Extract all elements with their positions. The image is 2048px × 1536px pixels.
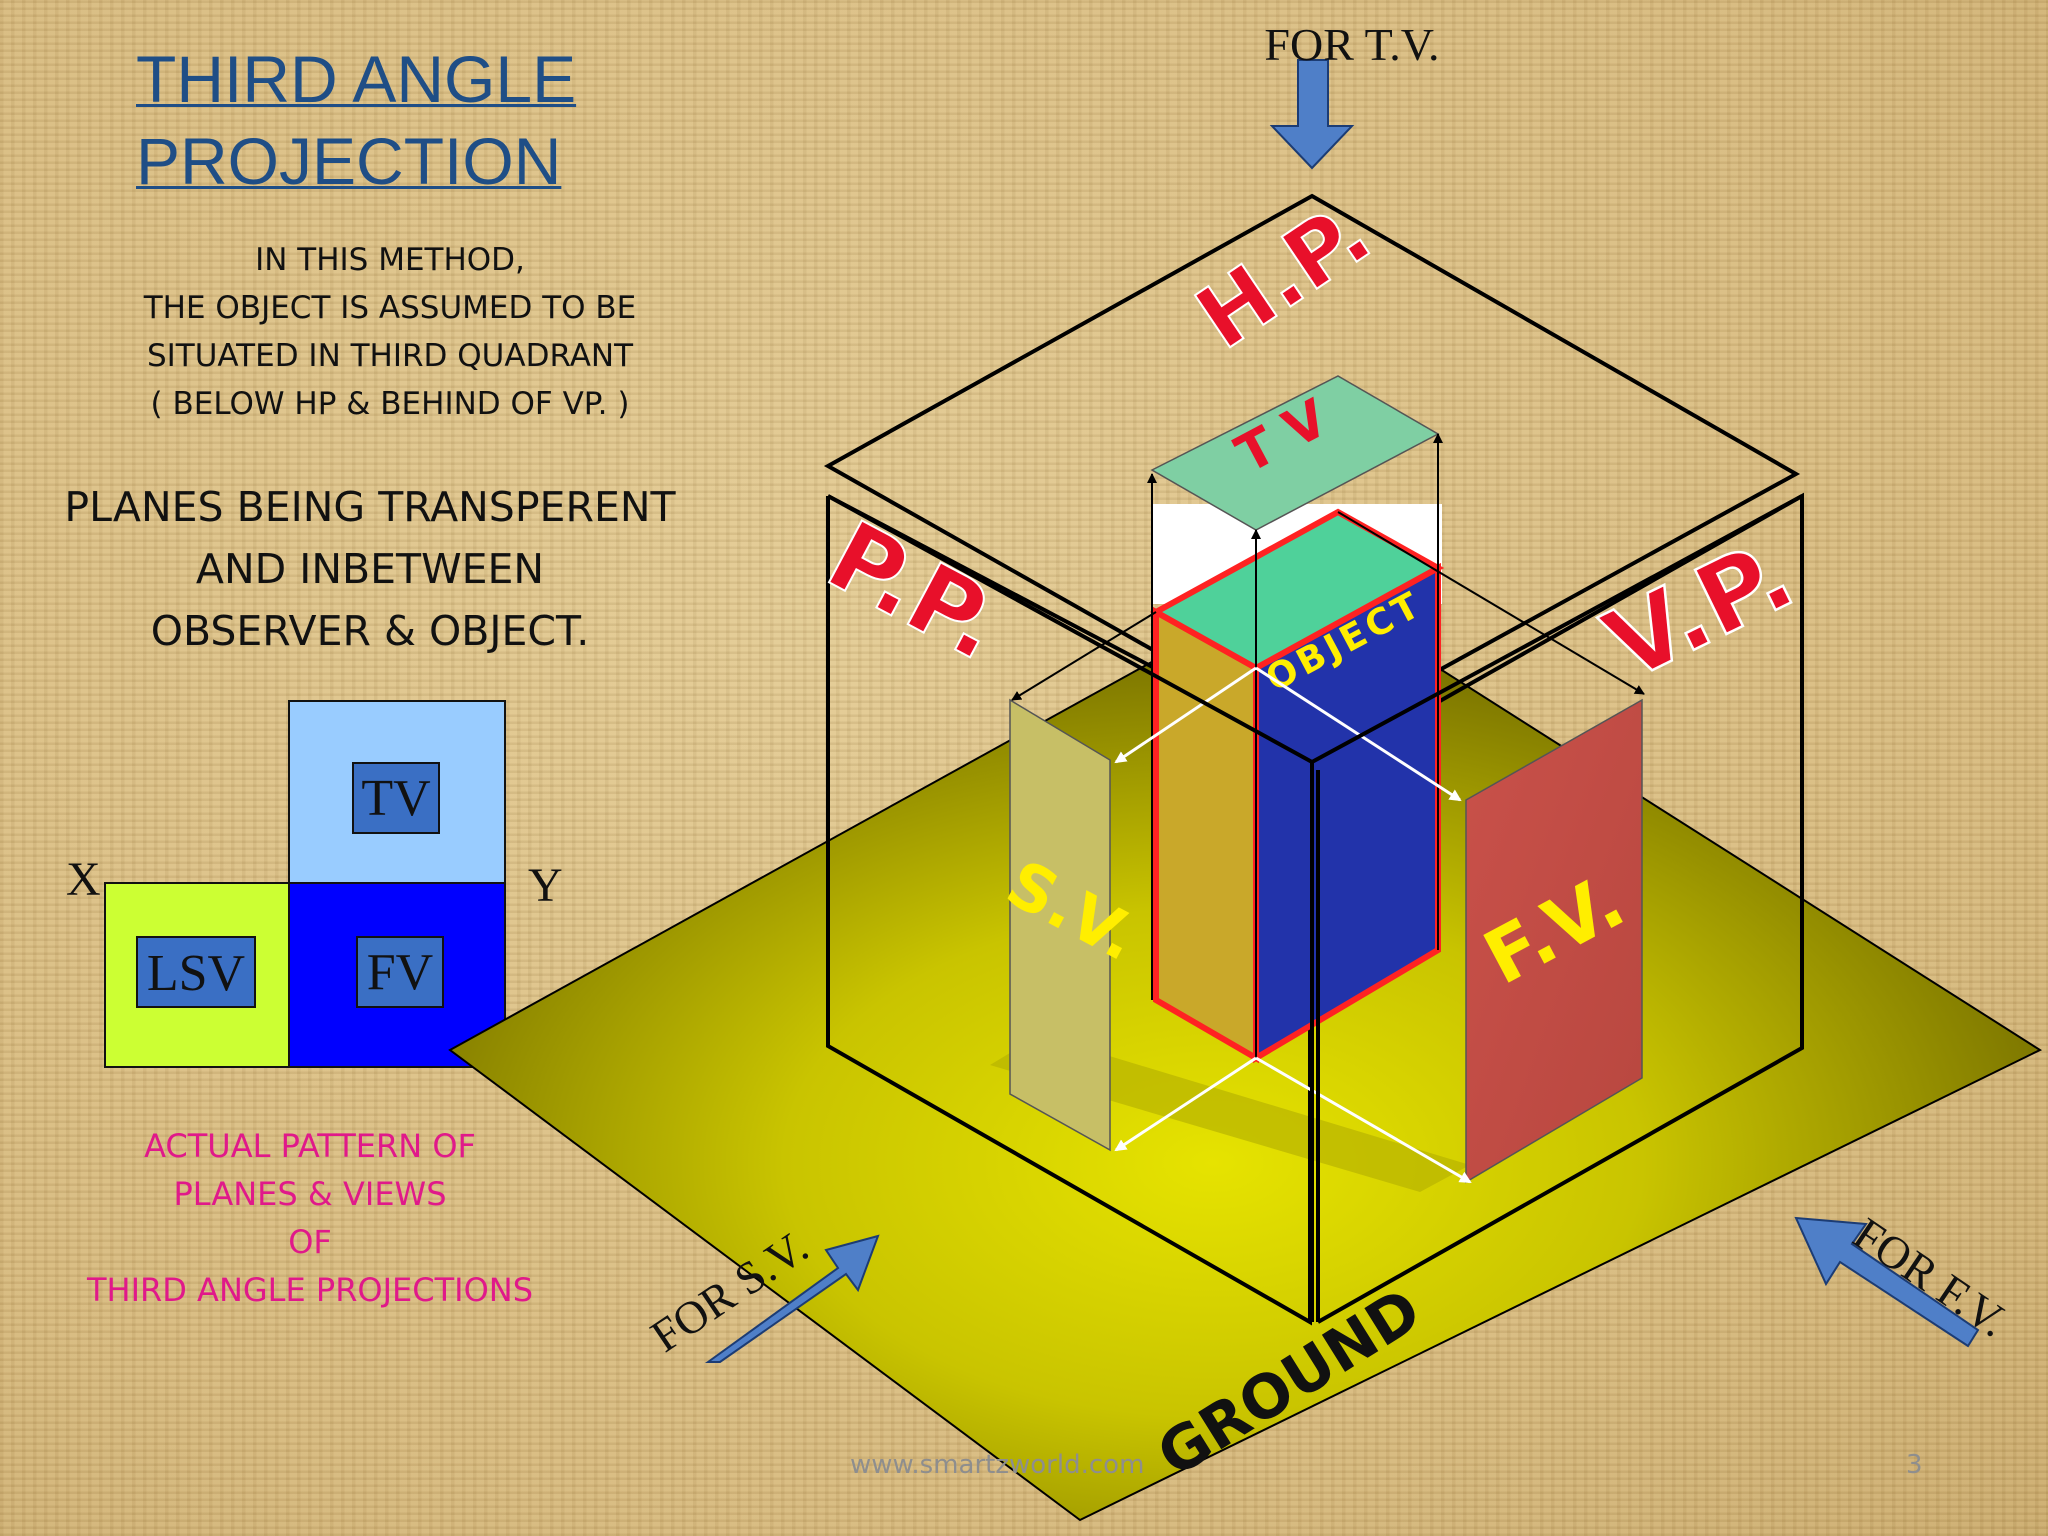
planes-description: PLANES BEING TRANSPERENT AND INBETWEEN O… — [64, 483, 676, 655]
page-number: 3 — [1906, 1450, 1923, 1480]
method-description: IN THIS METHOD, THE OBJECT IS ASSUMED TO… — [143, 242, 637, 422]
lsv-tag: LSV — [136, 936, 256, 1008]
white-projector-4 — [1255, 1056, 1472, 1184]
white-projector-3 — [1114, 1056, 1257, 1152]
y-axis-label: Y — [528, 859, 563, 912]
tv-tag: TV — [352, 762, 440, 834]
page-title: THIRD ANGLE PROJECTION — [136, 42, 577, 198]
pp-label: P.P. — [810, 500, 1020, 683]
for-sv-arrow — [704, 1234, 880, 1363]
projector-pp-top — [1011, 611, 1157, 701]
fv-plate — [1465, 698, 1643, 1184]
projector-vp-top — [1337, 511, 1645, 695]
sv-plate — [1009, 698, 1111, 1152]
for-tv-label: FOR T.V. — [1264, 19, 1439, 70]
white-projector-2 — [1255, 666, 1462, 802]
vp-plane-edge — [1317, 492, 1804, 1324]
x-axis-label: X — [66, 853, 101, 906]
footer-url: www.smartzworld.com — [850, 1450, 1145, 1480]
fv-tag: FV — [356, 936, 444, 1008]
for-fv-arrow — [1794, 1216, 1980, 1348]
pattern-caption: ACTUAL PATTERN OF PLANES & VIEWS OF THIR… — [86, 1127, 534, 1309]
vp-label: V.P. — [1588, 517, 1810, 703]
for-tv-arrow — [1269, 59, 1355, 170]
white-projector-1 — [1114, 666, 1257, 764]
